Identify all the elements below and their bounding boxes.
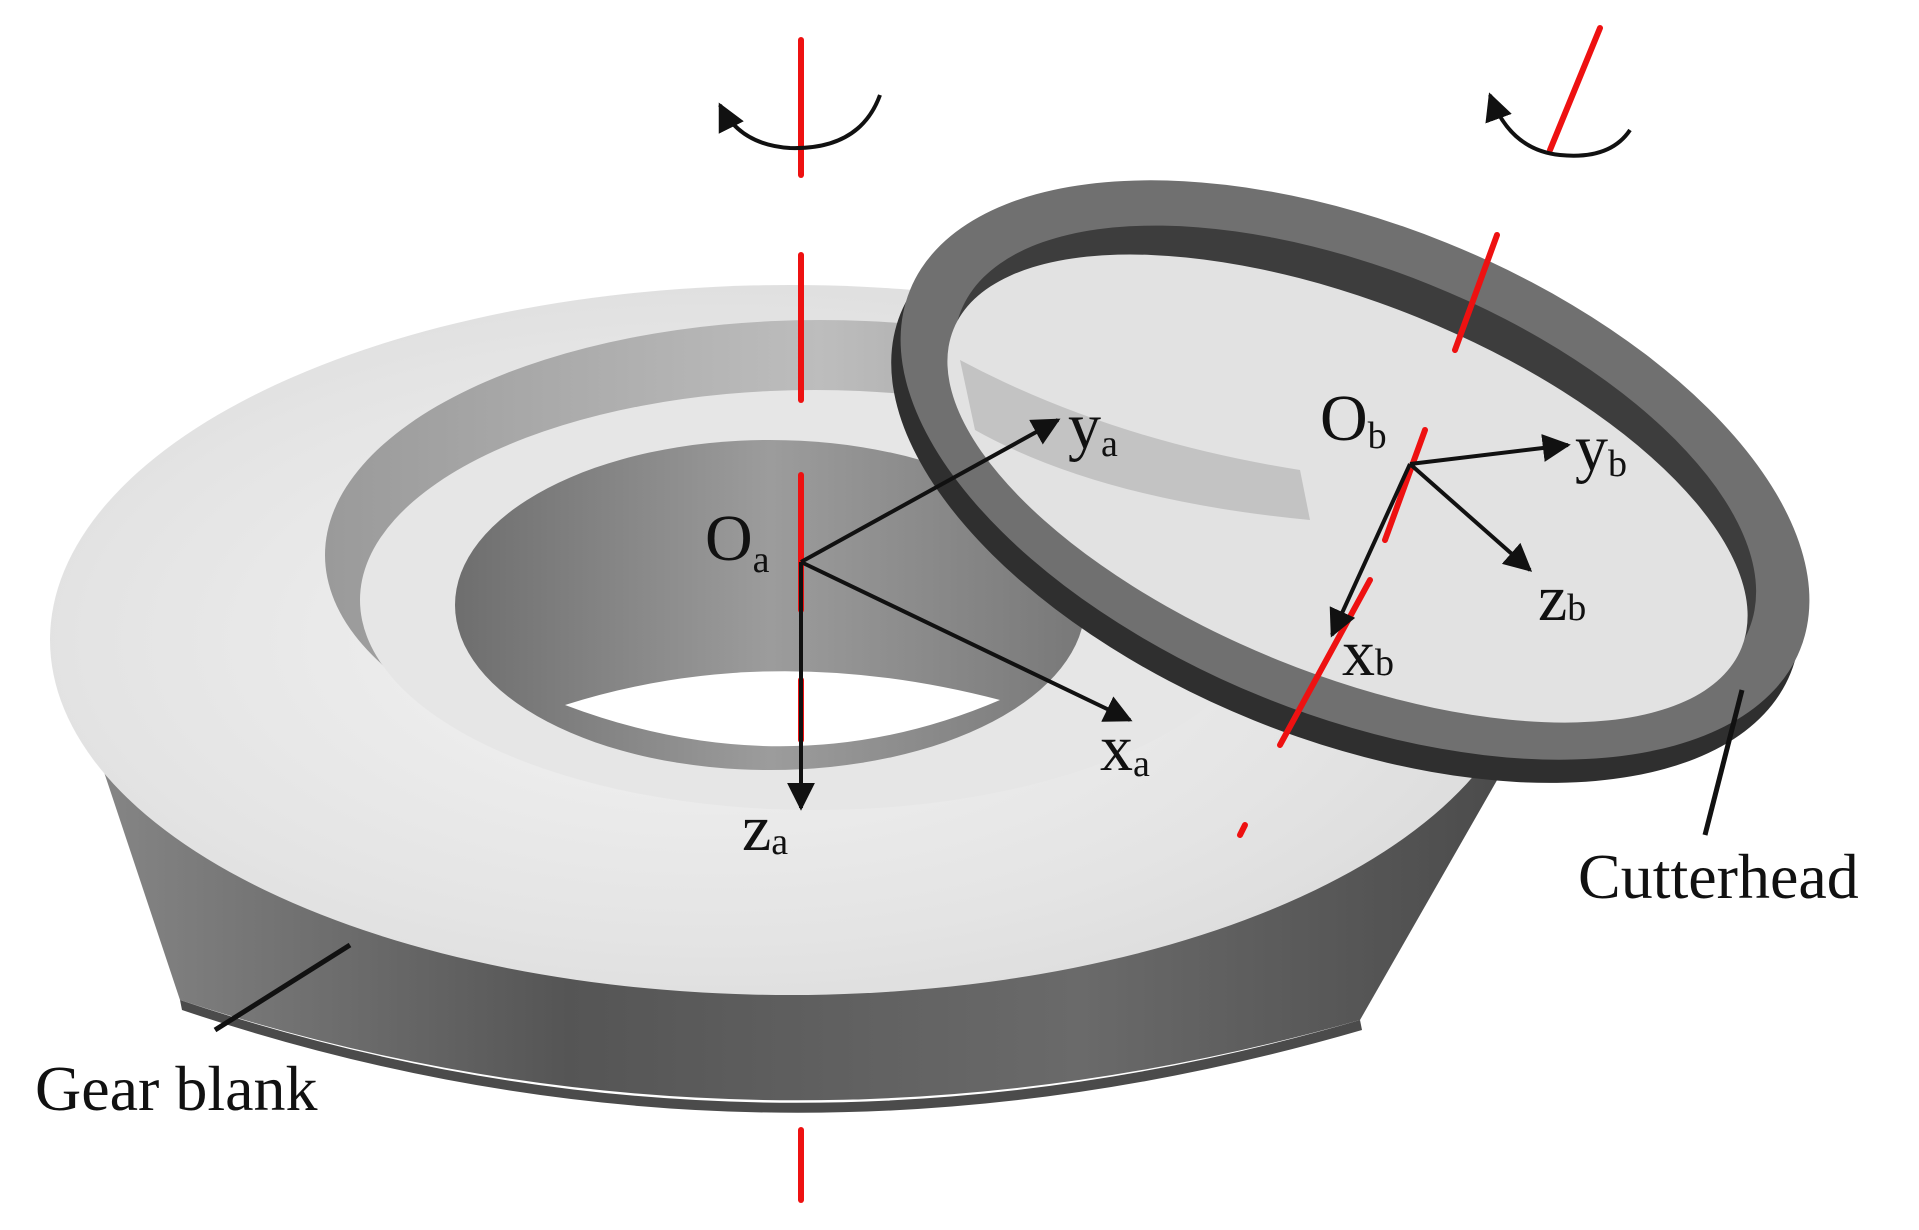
axis-xa-label: xa [1100, 712, 1150, 785]
axis-xb-label: xb [1342, 617, 1394, 690]
gear-blank-leader [213, 942, 352, 1033]
coordinate-frame-b [1329, 434, 1571, 638]
rotation-arrow-a-icon [718, 94, 882, 151]
axis-yb-label: yb [1575, 412, 1627, 485]
cutterhead-label: Cutterhead [1578, 841, 1859, 912]
coordinate-frame-a [787, 418, 1133, 811]
axis-ya-label: ya [1068, 390, 1118, 465]
axis-za-label: za [742, 792, 788, 865]
axis-xa-arrow [800, 560, 1133, 722]
rotation-arrow-b-icon [1485, 92, 1632, 158]
cutterhead-ring-opening [947, 254, 1748, 723]
axis-zb-label: zb [1538, 562, 1586, 635]
origin-b-label: Ob [1320, 382, 1387, 457]
gear-blank-label: Gear blank [35, 1053, 318, 1124]
axis-yb-arrow [1409, 434, 1571, 466]
axis-xb-arrow [1329, 463, 1412, 638]
cutterhead-ring [891, 180, 1810, 783]
cutterhead-leader [1702, 689, 1745, 836]
gear-blank-bore-hole [565, 671, 1000, 747]
axis-ya-arrow [800, 418, 1061, 564]
axis-zb-arrow [1408, 462, 1533, 572]
origin-a-label: Oa [705, 502, 770, 581]
